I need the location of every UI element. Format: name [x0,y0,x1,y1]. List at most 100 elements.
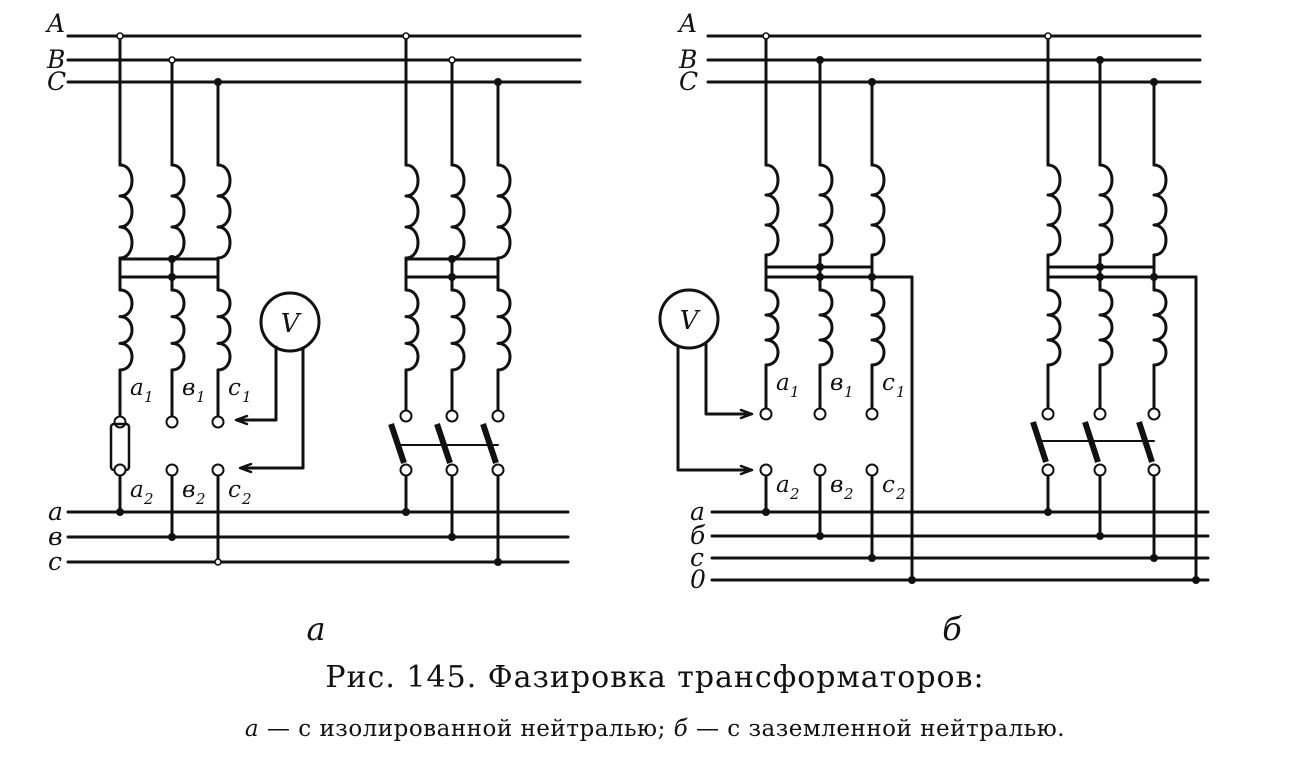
upper-terminal [211,415,225,429]
hv-bus-label: B [678,45,697,74]
primary-winding [1046,163,1062,257]
crossing-mark [214,558,222,566]
primary-winding [818,163,834,257]
switch-blade [388,423,407,464]
crossing-mark [1044,32,1052,40]
terminal-letter: a [130,375,144,401]
primary-winding [1098,163,1114,257]
secondary-winding [1046,288,1062,367]
lv-bus-label: б [690,521,706,550]
caption-sub-b-text: — с заземленной нейтралью. [688,716,1066,742]
terminal-letter: c [882,370,895,396]
voltmeter [658,288,720,350]
secondary-winding [818,288,834,367]
secondary-winding [496,288,512,372]
crossing-mark [168,56,176,64]
probe-arrow-1 [739,408,754,420]
junction-dot [868,78,876,86]
junction-dot [816,56,824,64]
terminal-letter: a [776,370,790,396]
junction-dot [762,508,770,516]
switch-terminal [1147,463,1161,477]
diagram-label: б [942,610,962,648]
upper-terminal [759,407,773,421]
terminal-letter: c [228,477,241,503]
terminal-subscript: 1 [896,383,906,401]
terminal-letter: в [182,477,195,503]
terminal-letter: в [830,472,843,498]
hv-bus-label: C [679,67,698,96]
terminal-subscript: 2 [895,485,906,503]
terminal-subscript: 1 [844,383,854,401]
upper-terminal [113,415,127,429]
voltmeter-probe-1 [238,345,278,422]
terminal-subscript: 2 [789,485,800,503]
secondary-winding [404,288,420,372]
voltmeter-probe-2 [676,344,750,472]
primary-winding [764,163,780,257]
junction-dot [1096,273,1104,281]
figure-caption-title: Рис. 145. Фазировка трансформаторов: [325,660,985,695]
junction-dot [168,255,176,263]
terminal-subscript: 1 [144,388,154,406]
junction-dot [1096,263,1104,271]
primary-winding [404,163,420,260]
terminal-subscript: 2 [143,490,154,508]
crossing-mark [762,32,770,40]
secondary-winding [118,288,134,372]
hv-bus-label: C [47,67,66,96]
voltmeter-probe-2 [242,346,305,470]
terminal-letter: в [182,375,195,401]
junction-dot [402,508,410,516]
hv-bus-label: A [45,9,65,38]
probe-arrow-2 [238,462,253,474]
switch-terminal [1093,463,1107,477]
primary-winding [450,163,466,260]
probe-arrow-2 [739,464,754,476]
voltmeter-probe-1 [704,341,750,416]
diagram-label: а [306,610,325,648]
primary-winding [118,163,134,260]
fuse-link [109,422,131,472]
junction-dot [1044,508,1052,516]
junction-dot [168,533,176,541]
crossing-mark [402,32,410,40]
terminal-letter: c [882,472,895,498]
upper-terminal [865,407,879,421]
junction-dot [1096,532,1104,540]
secondary-winding [1152,288,1168,367]
caption-sub-a-letter: а [244,716,260,742]
upper-terminal [165,415,179,429]
secondary-winding [170,288,186,372]
junction-dot [116,508,124,516]
junction-dot [908,576,916,584]
terminal-letter: a [130,477,144,503]
hv-bus-label: A [677,9,697,38]
terminal-letter: в [830,370,843,396]
junction-dot [494,558,502,566]
junction-dot [816,263,824,271]
lv-bus-label: c [690,543,704,572]
lower-terminal [759,463,773,477]
terminal-subscript: 1 [242,388,252,406]
terminal-subscript: 1 [196,388,206,406]
junction-dot [494,78,502,86]
terminal-subscript: 1 [790,383,800,401]
junction-dot [1096,56,1104,64]
probe-arrow-1 [234,414,249,426]
primary-winding [496,163,512,260]
junction-dot [868,554,876,562]
switch-terminal [445,463,459,477]
voltmeter-label: V [281,309,302,339]
secondary-winding [870,288,886,367]
primary-winding [170,163,186,260]
junction-dot [214,78,222,86]
